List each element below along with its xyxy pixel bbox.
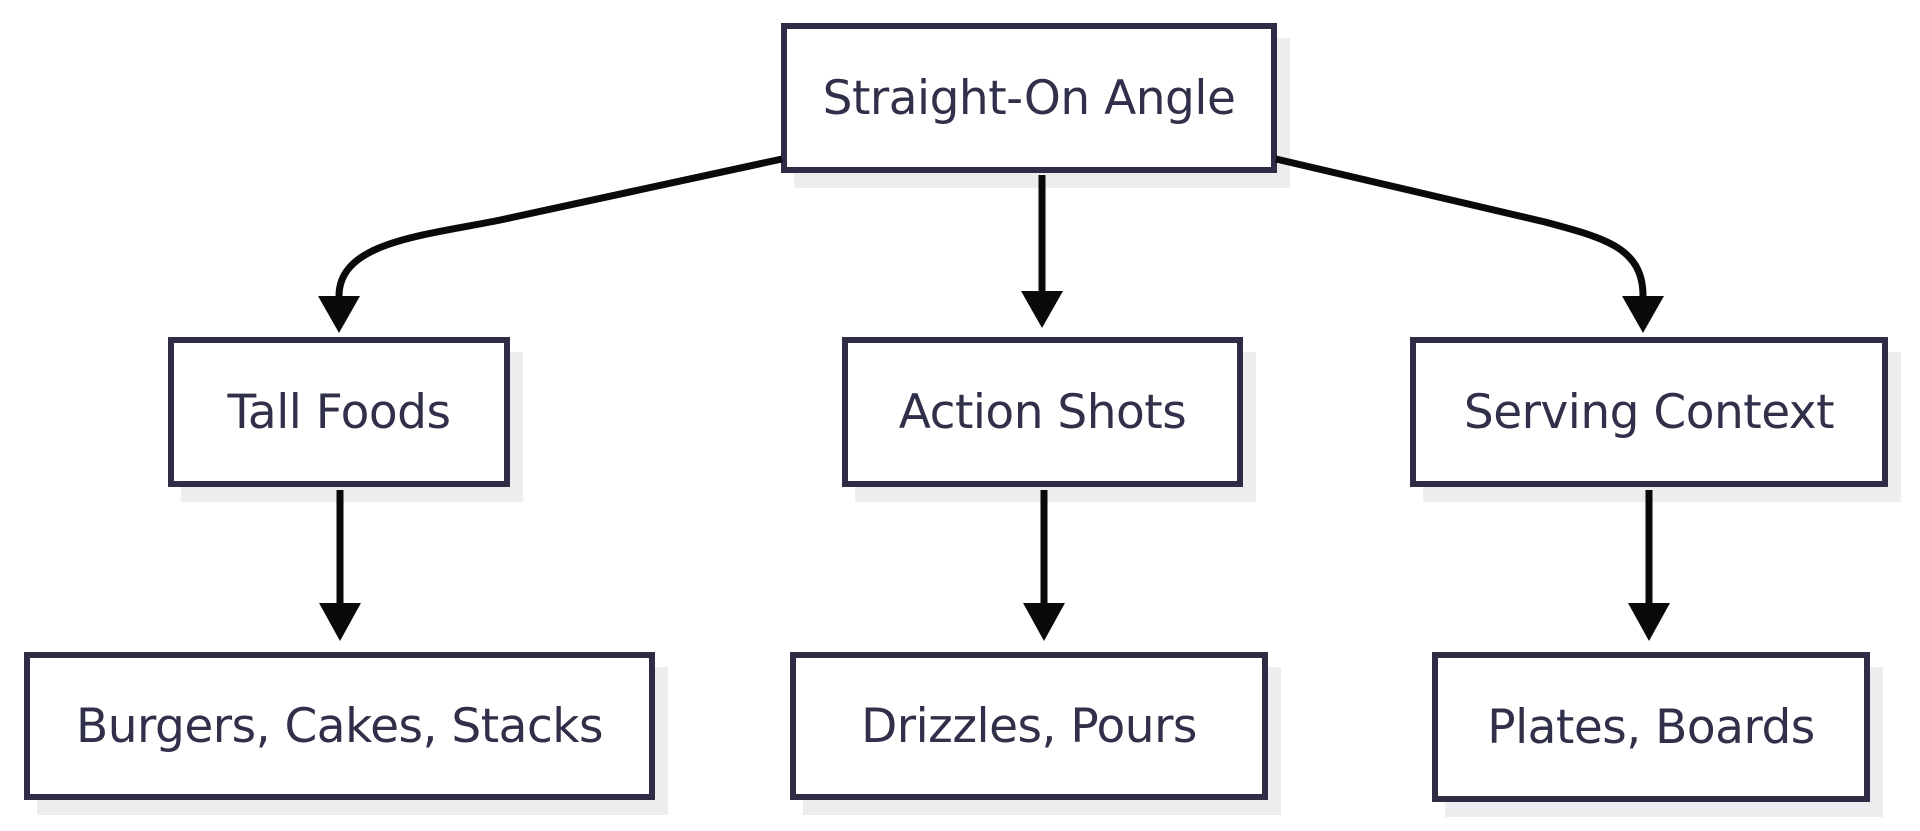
node-label: Action Shots: [898, 384, 1187, 440]
arrowhead-icon: [1622, 296, 1664, 333]
node-label: Straight-On Angle: [822, 70, 1236, 126]
arrowhead-icon: [1021, 291, 1063, 328]
node-label: Drizzles, Pours: [861, 698, 1197, 754]
arrowhead-icon: [1628, 603, 1670, 641]
node-plates-boards: Plates, Boards: [1432, 652, 1870, 802]
node-action-shots: Action Shots: [842, 337, 1243, 487]
node-label: Plates, Boards: [1487, 699, 1815, 755]
edge-root-action-shots: [1021, 175, 1063, 328]
node-tall-foods: Tall Foods: [168, 337, 510, 487]
node-straight-on-angle: Straight-On Angle: [781, 23, 1277, 173]
edge-root-serving-context: [1275, 155, 1664, 333]
edge-action-shots-drizzles: [1023, 490, 1065, 641]
node-label: Burgers, Cakes, Stacks: [75, 698, 604, 754]
arrowhead-icon: [1023, 603, 1065, 641]
edge-serving-context-plates: [1628, 490, 1670, 641]
node-burgers-cakes-stacks: Burgers, Cakes, Stacks: [24, 652, 655, 800]
node-label: Tall Foods: [227, 384, 451, 440]
node-drizzles-pours: Drizzles, Pours: [790, 652, 1268, 800]
edge-root-tall-foods: [318, 155, 783, 333]
node-serving-context: Serving Context: [1410, 337, 1888, 487]
arrowhead-icon: [319, 603, 361, 641]
edge-tall-foods-burgers: [319, 490, 361, 641]
arrowhead-icon: [318, 296, 360, 333]
node-label: Serving Context: [1463, 384, 1835, 440]
